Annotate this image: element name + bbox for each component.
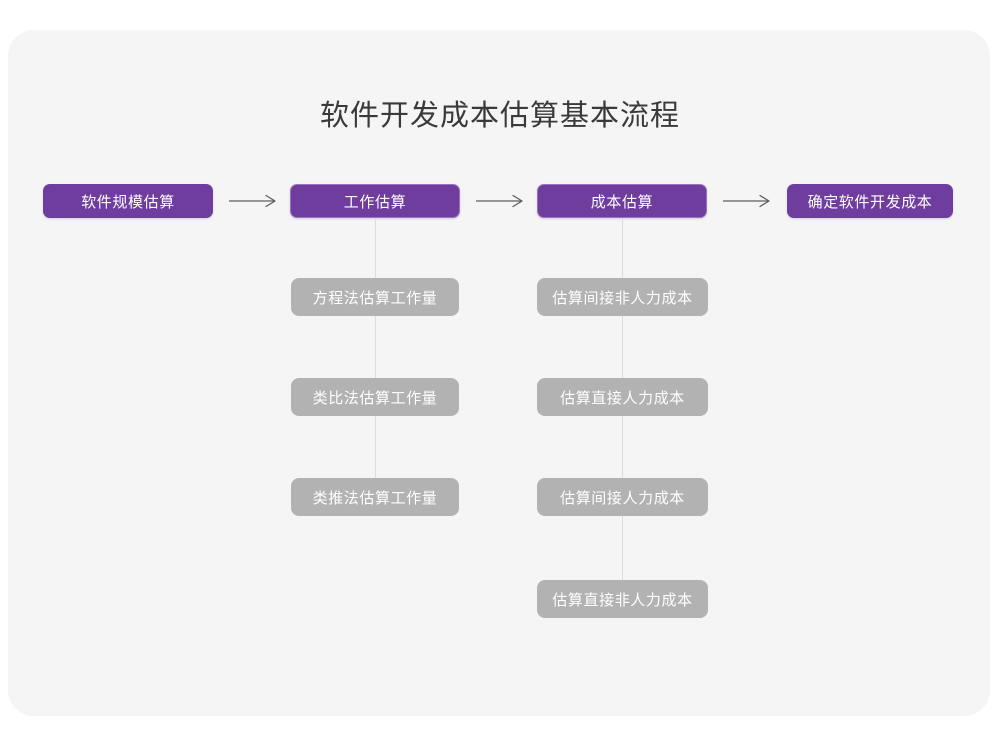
branch-1-item-3[interactable]: 类推法估算工作量 xyxy=(291,478,459,516)
branch-1-item-1[interactable]: 方程法估算工作量 xyxy=(291,278,459,316)
branch-2-item-3[interactable]: 估算间接人力成本 xyxy=(537,478,708,516)
diagram-card xyxy=(8,30,990,716)
branch-2-item-1[interactable]: 估算间接非人力成本 xyxy=(537,278,708,316)
arrow-right-long-icon xyxy=(475,186,527,216)
branch-2-item-4[interactable]: 估算直接非人力成本 xyxy=(537,580,708,618)
arrow-right-long-icon xyxy=(228,186,280,216)
flow-node-stage-4[interactable]: 确定软件开发成本 xyxy=(787,184,953,218)
page-title: 软件开发成本估算基本流程 xyxy=(319,100,680,132)
branch-1-item-2[interactable]: 类比法估算工作量 xyxy=(291,378,459,416)
flow-node-stage-2[interactable]: 工作估算 xyxy=(290,184,460,218)
flow-node-stage-1[interactable]: 软件规模估算 xyxy=(43,184,213,218)
arrow-right-long-icon xyxy=(722,186,774,216)
connector-line-branch-1 xyxy=(375,218,376,500)
flow-node-stage-3[interactable]: 成本估算 xyxy=(537,184,707,218)
branch-2-item-2[interactable]: 估算直接人力成本 xyxy=(537,378,708,416)
